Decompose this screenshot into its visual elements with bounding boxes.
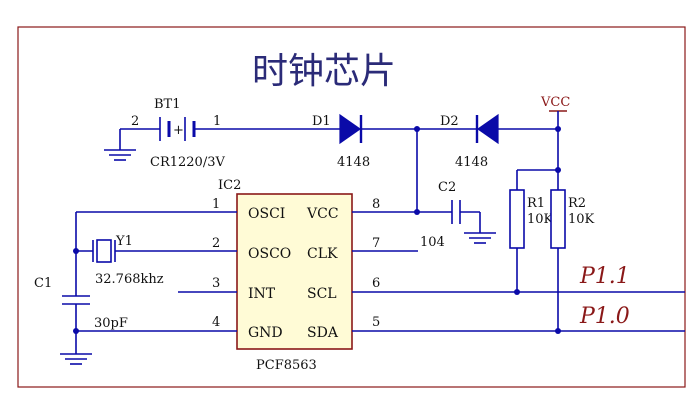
r2-ref: R2 [568, 196, 586, 211]
ic-pin-name-clk: CLK [307, 246, 338, 262]
junction-dot-vcc [555, 126, 561, 132]
d2-value: 4148 [455, 155, 488, 170]
net-label-p11: P1.1 [579, 264, 630, 289]
junction-dot-vcc-c2 [414, 209, 420, 215]
ic-pin-num-2: 2 [212, 236, 220, 251]
battery-ref: BT1 [154, 97, 181, 112]
ic-pin-num-3: 3 [212, 276, 220, 291]
vcc-label: VCC [540, 95, 570, 110]
d2-ref: D2 [440, 114, 459, 129]
battery-pin-2: 2 [131, 114, 139, 129]
battery-bt1: + [104, 117, 340, 161]
ic-pin-num-7: 7 [372, 236, 380, 251]
ic-pin-name-int: INT [248, 286, 276, 302]
capacitor-c1 [62, 295, 90, 354]
c1-ref: C1 [34, 276, 52, 291]
ic-pin-num-8: 8 [372, 197, 380, 212]
ic-pin-name-vcc: VCC [306, 206, 339, 222]
ic-pin-name-osco: OSCO [248, 246, 291, 262]
ic-pin-name-sda: SDA [307, 325, 339, 341]
diode-d2 [475, 113, 558, 145]
r1-ref: R1 [527, 196, 545, 211]
y1-ref: Y1 [115, 234, 133, 249]
net-label-p10: P1.0 [579, 304, 630, 329]
battery-polarity-plus: + [173, 123, 184, 138]
c2-ref: C2 [438, 180, 456, 195]
ic-pin-name-gnd: GND [248, 325, 283, 341]
resistor-r1 [509, 170, 525, 292]
ic-pin-num-4: 4 [212, 315, 220, 330]
y1-value: 32.768khz [95, 272, 164, 287]
r1-value: 10K [527, 212, 554, 227]
ground-symbol-c2 [464, 232, 496, 244]
ic-pin-name-osci: OSCI [248, 206, 285, 222]
d1-ref: D1 [312, 114, 331, 129]
schematic-title: 时钟芯片 [252, 51, 396, 92]
capacitor-c2 [451, 200, 481, 233]
junction-dot-gnd [73, 328, 79, 334]
ic-part-number: PCF8563 [256, 358, 317, 373]
ground-symbol-bt1 [104, 149, 136, 161]
ground-symbol-c1 [60, 353, 92, 365]
ic-ref: IC2 [218, 178, 241, 193]
ic-pin-name-scl: SCL [307, 286, 337, 302]
c2-value: 104 [420, 235, 445, 250]
ic-pin-num-1: 1 [212, 197, 220, 212]
r2-value: 10K [568, 212, 595, 227]
crystal-y1 [76, 239, 237, 263]
c1-value: 30pF [94, 316, 128, 331]
sheet-frame [17, 26, 686, 388]
vcc-symbol [549, 110, 567, 170]
battery-value: CR1220/3V [150, 155, 225, 170]
ic-pin-num-5: 5 [372, 315, 380, 330]
battery-pin-1: 1 [213, 114, 221, 129]
ic-pcf8563-body [236, 193, 353, 350]
resistor-r2 [550, 170, 566, 331]
d1-value: 4148 [337, 155, 370, 170]
ic-pin-num-6: 6 [372, 276, 380, 291]
